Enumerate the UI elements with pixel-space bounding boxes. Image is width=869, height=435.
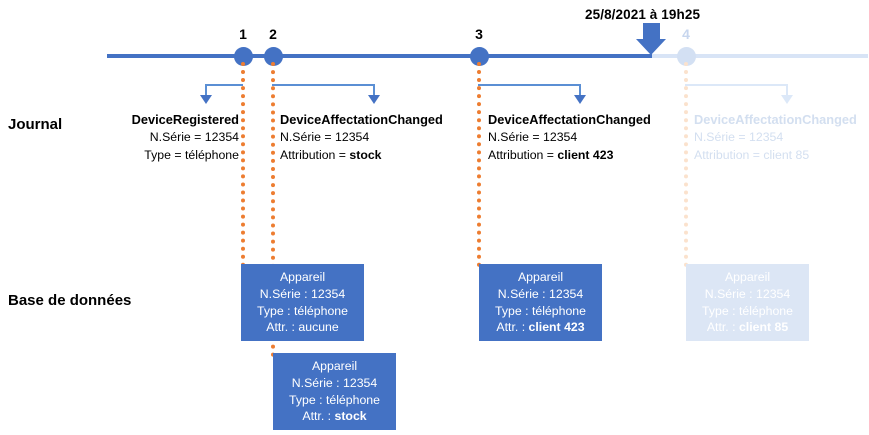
- event-title: DeviceAffectationChanged: [488, 112, 651, 127]
- event-field-serial: N.Série = 12354: [149, 130, 239, 145]
- db-box-attr: Attr. : client 423: [496, 320, 585, 335]
- db-box-serial: N.Série : 12354: [259, 286, 346, 301]
- db-box-attr: Attr. : aucune: [266, 320, 339, 335]
- down-arrow-icon: [636, 23, 667, 56]
- dotted-connector-1: [241, 62, 245, 267]
- journal-event-1: DeviceRegistered N.Série = 12354 Type = …: [120, 111, 239, 164]
- marker-number-4: 4: [682, 26, 690, 42]
- timeline-marker-3[interactable]: [470, 47, 489, 66]
- event-title: DeviceAffectationChanged: [694, 112, 857, 127]
- connector-arrowhead-3: [574, 95, 586, 104]
- dotted-connector-3: [477, 62, 481, 267]
- dotted-connector-2: [271, 62, 275, 357]
- event-field-attribution: Attribution = client 423: [488, 147, 614, 162]
- current-time-label: 25/8/2021 à 19h25: [585, 7, 701, 22]
- timeline-marker-1[interactable]: [234, 47, 253, 66]
- database-state-box-3: Appareil N.Série : 12354 Type : téléphon…: [479, 264, 602, 341]
- db-box-attr: Attr. : client 85: [706, 320, 789, 335]
- db-box-type: Type : téléphone: [702, 303, 793, 318]
- journal-event-3: DeviceAffectationChanged N.Série = 12354…: [488, 111, 651, 164]
- arrow-head: [636, 39, 666, 55]
- connector-arrowhead-4: [781, 95, 793, 104]
- event-field-serial: N.Série = 12354: [280, 130, 370, 145]
- db-box-attr: Attr. : stock: [302, 409, 367, 424]
- timeline-axis-past: [107, 54, 652, 58]
- timeline-marker-4[interactable]: [677, 47, 696, 66]
- db-box-title: Appareil: [311, 358, 358, 373]
- database-state-box-2: Appareil N.Série : 12354 Type : téléphon…: [273, 353, 396, 430]
- connector-arrowhead-1: [200, 95, 212, 104]
- db-box-serial: N.Série : 12354: [497, 286, 584, 301]
- marker-number-2: 2: [269, 26, 277, 42]
- event-connector-3: [478, 84, 586, 106]
- timeline-marker-2[interactable]: [264, 47, 283, 66]
- db-box-serial: N.Série : 12354: [704, 286, 791, 301]
- db-box-type: Type : téléphone: [289, 392, 380, 407]
- event-field-type: Type = téléphone: [144, 147, 239, 162]
- database-state-box-4: Appareil N.Série : 12354 Type : téléphon…: [686, 264, 809, 341]
- event-connector-1: [200, 84, 245, 106]
- marker-number-1: 1: [239, 26, 247, 42]
- dotted-connector-4: [684, 62, 688, 267]
- db-box-title: Appareil: [279, 269, 326, 284]
- journal-event-4: DeviceAffectationChanged N.Série = 12354…: [694, 111, 857, 164]
- arrow-shaft: [643, 23, 660, 40]
- db-box-type: Type : téléphone: [495, 303, 586, 318]
- event-field-serial: N.Série = 12354: [694, 130, 784, 145]
- event-title: DeviceAffectationChanged: [280, 112, 443, 127]
- journal-event-2: DeviceAffectationChanged N.Série = 12354…: [280, 111, 443, 164]
- db-box-serial: N.Série : 12354: [291, 375, 378, 390]
- db-box-title: Appareil: [517, 269, 564, 284]
- event-connector-4: [685, 84, 793, 106]
- timeline-axis-future: [652, 54, 868, 58]
- event-field-attribution: Attribution = client 85: [694, 147, 810, 162]
- row-label-database: Base de données: [8, 292, 132, 309]
- event-title: DeviceRegistered: [131, 112, 239, 127]
- row-label-journal: Journal: [8, 116, 63, 133]
- connector-arrowhead-2: [368, 95, 380, 104]
- event-field-serial: N.Série = 12354: [488, 130, 578, 145]
- db-box-type: Type : téléphone: [257, 303, 348, 318]
- db-box-title: Appareil: [724, 269, 771, 284]
- database-state-box-1: Appareil N.Série : 12354 Type : téléphon…: [241, 264, 364, 341]
- marker-number-3: 3: [475, 26, 483, 42]
- event-connector-2: [272, 84, 380, 106]
- event-field-attribution: Attribution = stock: [280, 147, 382, 162]
